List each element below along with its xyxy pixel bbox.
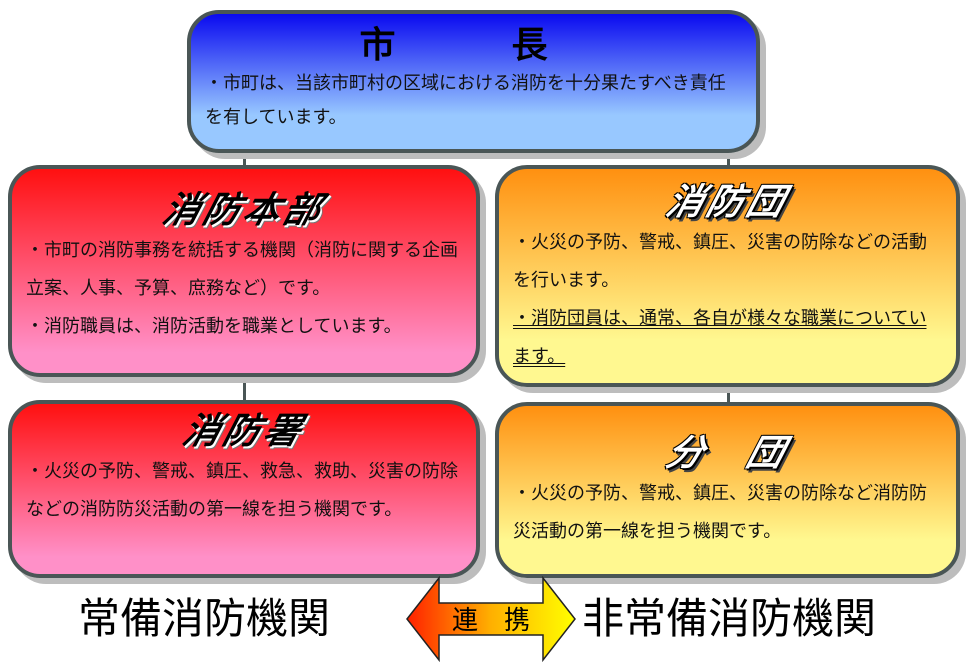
cooperation-arrow bbox=[406, 576, 576, 662]
connector-line bbox=[243, 375, 246, 403]
fire-hq-description-1: ・市町の消防事務を統括する機関（消防に関する企画立案、人事、予算、庶務など）です… bbox=[26, 240, 458, 300]
fire-corps-title: 消防団 bbox=[662, 182, 794, 223]
double-arrow-icon bbox=[406, 576, 576, 662]
connector-line bbox=[243, 155, 730, 158]
connector-line bbox=[243, 155, 246, 167]
mayor-box: 市 長 ・市町は、当該市町村の区域における消防を十分果たすべき責任を有しています… bbox=[187, 10, 760, 153]
connector-line bbox=[727, 155, 730, 167]
fire-hq-box: 消防本部 ・市町の消防事務を統括する機関（消防に関する企画立案、人事、予算、庶務… bbox=[8, 165, 480, 377]
branch-box: 分 団 ・火災の予防、警戒、鎮圧、災害の防除など消防防災活動の第一線を担う機関で… bbox=[495, 402, 960, 578]
standing-fire-agency-label: 常備消防機関 bbox=[78, 594, 331, 643]
fire-hq-description-2: ・消防職員は、消防活動を職業としています。 bbox=[26, 316, 402, 338]
fire-station-description: ・火災の予防、警戒、鎮圧、救急、救助、災害の防除などの消防防災活動の第一線を担う… bbox=[26, 461, 458, 521]
volunteer-fire-agency-label: 非常備消防機関 bbox=[582, 594, 877, 643]
mayor-title: 市 長 bbox=[359, 25, 588, 66]
fire-corps-box: 消防団 ・火災の予防、警戒、鎮圧、災害の防除などの活動を行います。 ・消防団員は… bbox=[495, 165, 960, 387]
cooperation-label: 連 携 bbox=[451, 606, 530, 636]
fire-station-box: 消防署 ・火災の予防、警戒、鎮圧、救急、救助、災害の防除などの消防防災活動の第一… bbox=[8, 400, 480, 578]
branch-title: 分 団 bbox=[662, 433, 794, 474]
fire-station-title: 消防署 bbox=[178, 411, 310, 452]
fire-corps-description-2: ・消防団員は、通常、各自が様々な職業についています。 bbox=[513, 308, 927, 368]
connector-line bbox=[727, 385, 730, 405]
fire-corps-description-1: ・火災の予防、警戒、鎮圧、災害の防除などの活動を行います。 bbox=[513, 232, 927, 292]
fire-hq-title: 消防本部 bbox=[158, 190, 330, 231]
mayor-description: ・市町は、当該市町村の区域における消防を十分果たすべき責任を有しています。 bbox=[205, 73, 726, 129]
branch-description: ・火災の予防、警戒、鎮圧、災害の防除など消防防災活動の第一線を担う機関です。 bbox=[513, 483, 927, 543]
